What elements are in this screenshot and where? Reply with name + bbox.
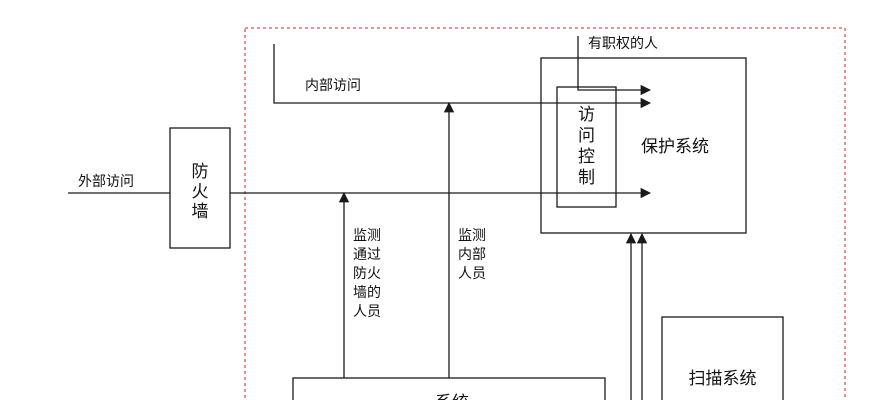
monitor-firewall-label-2: 通过: [353, 247, 381, 263]
protection-system-label: 保护系统: [641, 137, 709, 157]
access-control-box: [556, 86, 617, 208]
internal-access-label: 内部访问: [305, 78, 361, 94]
monitor-firewall-label-1: 监测: [353, 228, 381, 244]
scan-system-label: 扫描系统: [689, 369, 757, 389]
monitor-firewall-label-4: 墙的: [353, 285, 381, 301]
firewall-label-3: 墙: [192, 202, 209, 222]
firewall-label-2: 火: [192, 182, 209, 202]
monitor-firewall-label-5: 人员: [353, 304, 381, 320]
external-access-label: 外部访问: [78, 174, 134, 190]
access-control-label-2: 问: [578, 126, 595, 146]
access-control-label-1: 访: [578, 105, 595, 125]
monitoring-system-box: [292, 377, 606, 400]
firewall-box: [169, 127, 231, 249]
authorized-person-label: 有职权的人: [588, 36, 658, 52]
monitor-firewall-label-3: 防火: [353, 266, 381, 282]
monitoring-system-label: 系统: [435, 393, 469, 400]
monitor-insiders-label-3: 人员: [458, 266, 486, 282]
internal-access-line: [273, 44, 652, 109]
authorized-person-line: [577, 36, 652, 96]
protected-zone-boundary: [244, 27, 846, 400]
scan-system-box: [661, 316, 784, 400]
monitor-insiders-label-2: 内部: [458, 247, 486, 263]
access-control-label-4: 制: [578, 168, 595, 188]
firewall-label-1: 防: [192, 162, 209, 182]
monitor-insiders-label-1: 监测: [458, 228, 486, 244]
access-control-label-3: 控: [578, 147, 595, 167]
